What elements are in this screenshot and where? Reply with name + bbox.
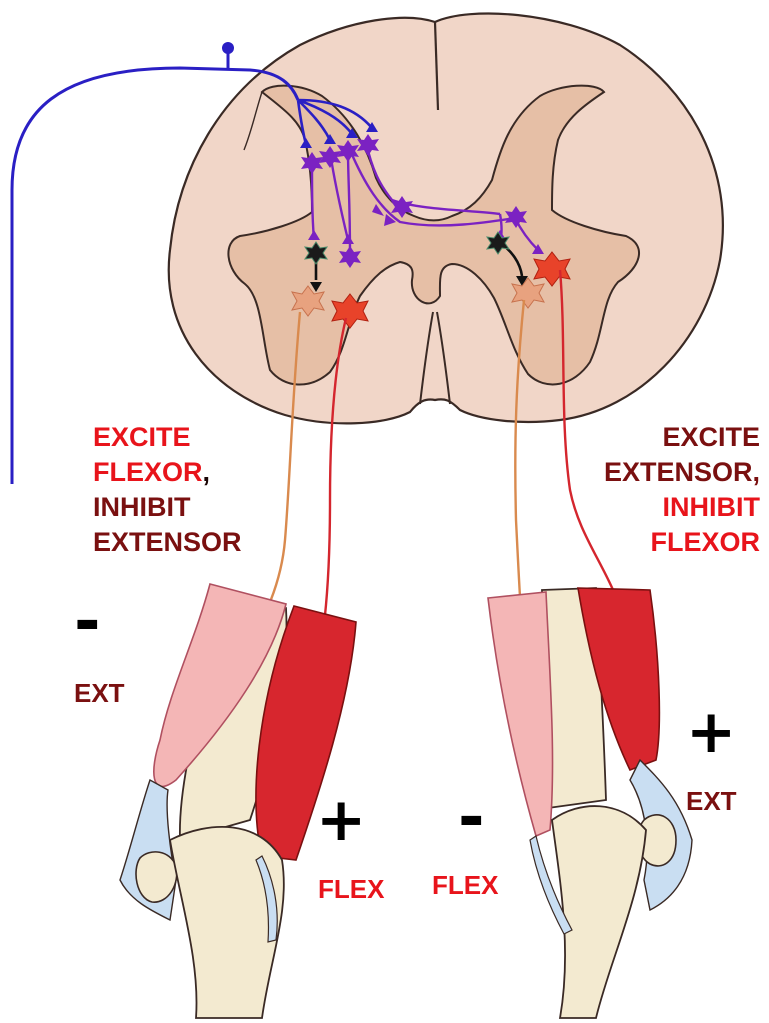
left-flex-plus-sign: + bbox=[316, 788, 366, 852]
left-tibia bbox=[170, 827, 284, 1018]
right-extensor-text: EXTENSOR bbox=[604, 457, 753, 487]
right-reflex-label: EXCITE EXTENSOR, INHIBIT FLEXOR bbox=[574, 420, 760, 560]
left-inhibit-text: INHIBIT bbox=[93, 492, 191, 522]
left-comma: , bbox=[203, 457, 211, 487]
right-inhibit-text: INHIBIT bbox=[663, 492, 761, 522]
right-flexor-text: FLEXOR bbox=[650, 527, 760, 557]
right-tibia bbox=[552, 806, 646, 1018]
right-flex-minus-sign: - bbox=[458, 786, 485, 850]
left-flexor-text: FLEXOR bbox=[93, 457, 203, 487]
right-ext-label: EXT bbox=[686, 784, 737, 819]
right-ext-plus-sign: + bbox=[686, 700, 736, 764]
left-ext-minus-sign: - bbox=[74, 590, 101, 654]
right-comma: , bbox=[752, 457, 760, 487]
left-flex-label: FLEX bbox=[318, 872, 384, 907]
right-extensor-muscle bbox=[488, 592, 553, 836]
right-excite-text: EXCITE bbox=[662, 422, 760, 452]
left-extensor-text: EXTENSOR bbox=[93, 527, 242, 557]
right-leg bbox=[488, 588, 692, 1018]
right-flex-label: FLEX bbox=[432, 868, 498, 903]
left-reflex-label: EXCITE FLEXOR, INHIBIT EXTENSOR bbox=[93, 420, 242, 560]
afferent-cell-body bbox=[222, 42, 234, 54]
spinal-cord-cross-section bbox=[169, 13, 723, 423]
left-excite-text: EXCITE bbox=[93, 422, 191, 452]
left-ext-label: EXT bbox=[74, 676, 125, 711]
